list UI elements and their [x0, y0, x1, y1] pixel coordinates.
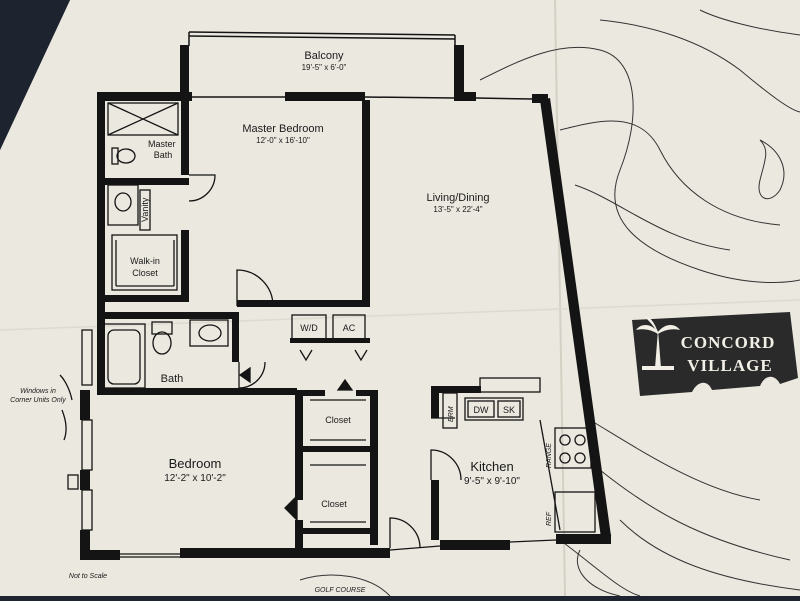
notes: Windows in Corner Units Only Not to Scal…: [10, 388, 366, 594]
master-bath-line1: Master: [148, 139, 176, 149]
balcony-dims: 19'-5" x 6'-0": [302, 63, 347, 72]
bedroom-name: Bedroom: [169, 456, 222, 471]
balcony-name: Balcony: [304, 50, 344, 62]
golf-course-contours: [299, 9, 800, 597]
master-bedroom-dims: 12'-0" x 16'-10": [256, 136, 310, 145]
room-labels: Balcony 19'-5" x 6'-0" Master Bedroom 12…: [130, 50, 520, 509]
closet-lower-name: Closet: [321, 499, 347, 509]
ac-label: AC: [343, 323, 356, 333]
logo-line1: CONCORD: [681, 333, 776, 352]
appliance-labels: W/D AC DW SK BRM RANGE REF: [300, 323, 553, 526]
range-label: RANGE: [546, 443, 553, 468]
windows-note-line2: Corner Units Only: [10, 397, 66, 404]
interior-walls: [97, 100, 481, 550]
kitchen-dims: 9'-5" x 9'-10": [464, 476, 520, 487]
bedroom-dims: 12'-2" x 10'-2": [164, 473, 226, 484]
golf-course-note: GOLF COURSE: [315, 587, 366, 594]
paper-fold: [554, 0, 566, 597]
brm-label: BRM: [448, 406, 455, 422]
concord-village-logo: CONCORD VILLAGE: [632, 312, 798, 396]
walk-in-closet-line1: Walk-in: [130, 256, 160, 266]
door-swings: [59, 174, 462, 549]
vanity-name: Vanity: [140, 197, 150, 222]
paper-fold: [0, 299, 800, 331]
living-dining-name: Living/Dining: [427, 192, 490, 204]
palm-tree-icon: [636, 316, 680, 370]
master-bath-name: Master Bath: [148, 139, 178, 160]
exterior-walls: [80, 45, 611, 560]
logo-line2: VILLAGE: [687, 356, 772, 375]
windows-note-line1: Windows in: [20, 388, 56, 395]
balcony-outline: [188, 31, 533, 100]
walk-in-closet-line2: Closet: [132, 268, 158, 278]
kitchen-name: Kitchen: [470, 459, 513, 474]
fixtures: [67, 102, 596, 558]
ref-label: REF: [546, 511, 553, 526]
bath-name: Bath: [161, 373, 184, 385]
living-dining-dims: 13'-5" x 22'-4": [433, 205, 482, 214]
not-to-scale-note: Not to Scale: [69, 573, 107, 580]
dw-label: DW: [474, 405, 489, 415]
paper-shadow: [0, 0, 70, 150]
master-bedroom-name: Master Bedroom: [242, 123, 323, 135]
wd-label: W/D: [300, 323, 318, 333]
closet-upper-name: Closet: [325, 415, 351, 425]
master-bath-line2: Bath: [154, 150, 173, 160]
sk-label: SK: [503, 405, 515, 415]
